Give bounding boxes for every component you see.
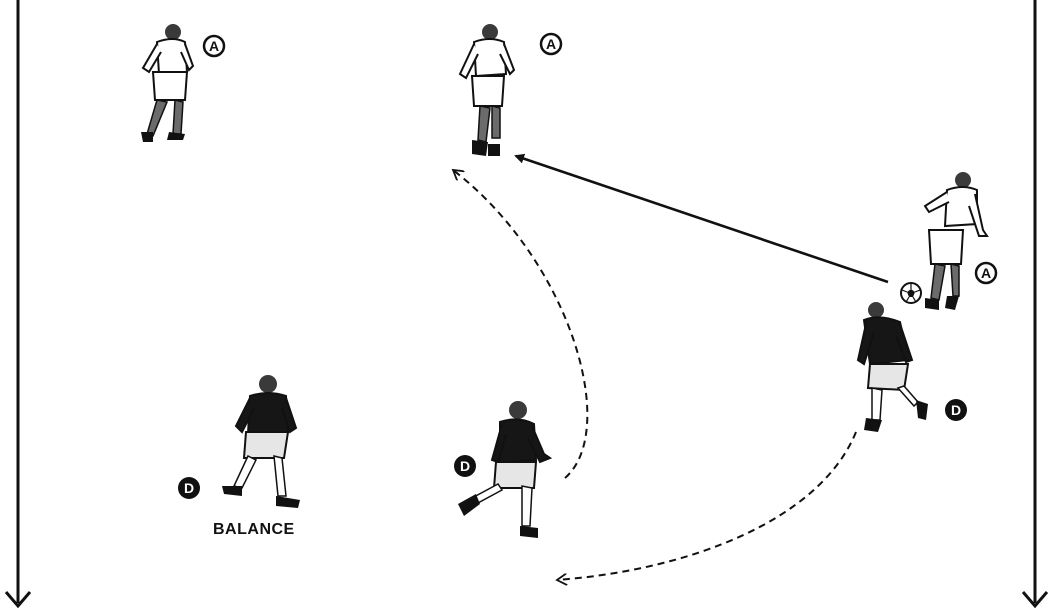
defender-badge-balance-text: D xyxy=(184,480,194,496)
right-boundary-arrow xyxy=(1021,0,1049,609)
soccer-ball-icon xyxy=(900,282,922,304)
defender-badge-middle: D xyxy=(454,455,476,477)
pass-arrow xyxy=(514,153,889,284)
attacker-badge-right: A xyxy=(974,261,998,285)
defender-player-balance xyxy=(222,375,300,508)
defender-badge-right: D xyxy=(945,399,967,421)
attacker-badge-top-left: A xyxy=(202,34,226,58)
balance-label: BALANCE xyxy=(213,521,295,538)
attacker-badge-top-middle: A xyxy=(539,32,563,56)
defender-badge-balance: D xyxy=(178,477,200,499)
attacker-badge-right-text: A xyxy=(981,265,991,281)
run-arrow-defender-right xyxy=(557,431,857,580)
attacker-badge-top-left-text: A xyxy=(209,38,219,54)
defender-badge-right-text: D xyxy=(951,402,961,418)
left-boundary-arrow xyxy=(4,0,32,609)
defender-player-middle xyxy=(458,401,553,538)
attacker-badge-top-middle-text: A xyxy=(546,36,556,52)
attacker-player-right xyxy=(923,172,989,310)
attacker-player-top-middle xyxy=(458,24,516,156)
defender-player-right xyxy=(856,302,928,432)
run-arrow-defender-middle xyxy=(453,170,589,479)
attacker-player-top-left xyxy=(141,24,195,142)
defender-badge-middle-text: D xyxy=(460,458,470,474)
